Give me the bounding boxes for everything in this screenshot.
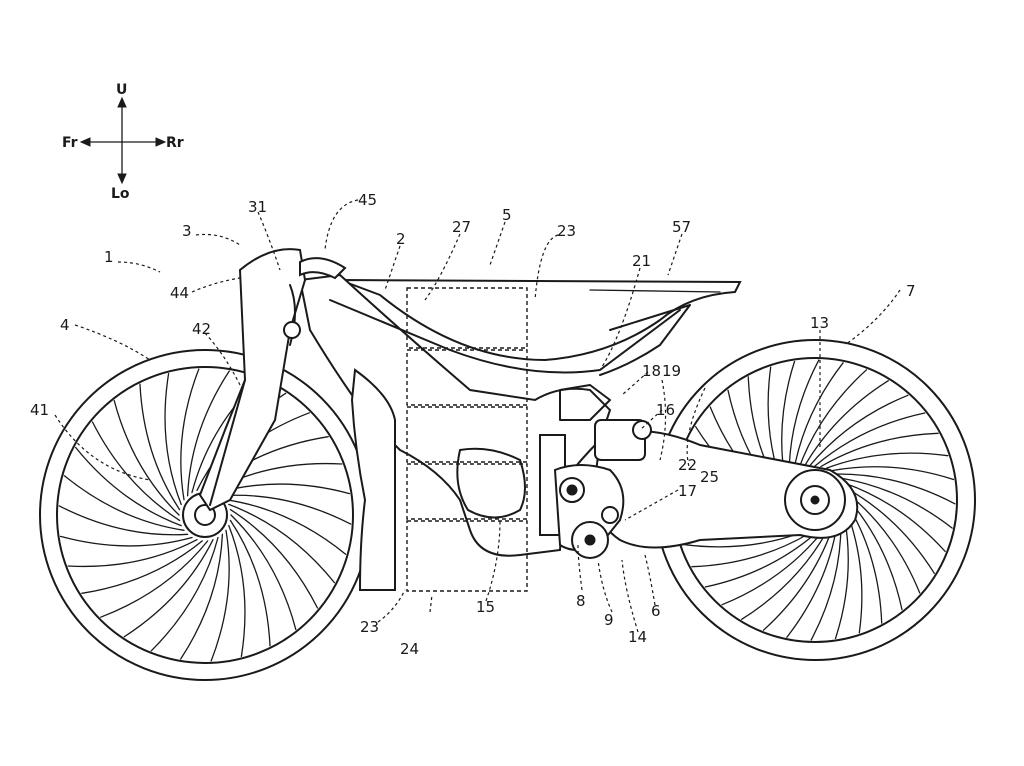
wheel-blade: [704, 533, 816, 588]
wheel-blade: [846, 510, 863, 634]
wheel-blade: [180, 533, 224, 660]
wheel-blade: [230, 514, 297, 631]
wheel-blade: [228, 524, 246, 658]
label-25: 25: [700, 468, 719, 486]
wheel-blade: [808, 394, 909, 468]
label-41: 41: [30, 401, 49, 419]
wheel-blade: [836, 473, 956, 505]
label-27: 27: [452, 218, 471, 236]
label-9: 9: [604, 611, 614, 629]
label-24: 24: [400, 640, 419, 658]
wheel-blade: [164, 372, 182, 506]
front-wheel: [39, 349, 371, 681]
label-23-top: 23: [557, 222, 576, 240]
label-57: 57: [672, 218, 691, 236]
label-13: 13: [810, 314, 829, 332]
wheel-blade: [797, 369, 868, 472]
wheel-blade: [762, 528, 833, 631]
wheel-blade: [229, 508, 319, 609]
wheel-blade: [831, 466, 955, 481]
wheel-blade: [846, 487, 935, 574]
wheel-blade: [113, 399, 180, 516]
label-45: 45: [358, 191, 377, 209]
wheel-blade: [229, 519, 271, 647]
wheel-blade: [820, 432, 939, 468]
label-15: 15: [476, 598, 495, 616]
label-2: 2: [396, 230, 406, 248]
battery-stack: [406, 287, 528, 592]
wheel-blade: [741, 531, 828, 620]
label-16: 16: [656, 401, 675, 419]
wheel-blade: [802, 380, 889, 469]
wheel-blade: [139, 383, 181, 511]
axis-down-label: Lo: [111, 186, 130, 202]
label-23-bottom: 23: [360, 618, 379, 636]
reference-numerals: 1 2 3 4 5 6 7 8 9 13 14 15 16 17 18 19 2…: [30, 191, 916, 658]
wheel-blade: [840, 477, 953, 529]
label-31: 31: [248, 198, 267, 216]
wheel-blade: [150, 536, 219, 652]
wheel-blade: [792, 362, 844, 475]
label-7: 7: [906, 282, 916, 300]
wheel-blade: [186, 370, 230, 497]
wheel-blade: [59, 535, 193, 547]
wheel-blade: [228, 503, 336, 584]
wheel-blade: [81, 540, 203, 594]
swing-arm: [593, 430, 859, 549]
direction-indicator: U Lo Fr Rr: [62, 82, 184, 202]
label-21: 21: [632, 252, 651, 270]
wheel-blade: [58, 505, 189, 536]
wheel-blade: [67, 539, 198, 568]
wheel-blade: [691, 532, 810, 568]
wheel-blade: [100, 540, 209, 618]
wheel-blade: [847, 493, 921, 594]
label-14: 14: [628, 628, 647, 646]
drive-unit: [553, 419, 652, 559]
label-18: 18: [642, 362, 661, 380]
wheel-blade: [91, 421, 181, 522]
label-3: 3: [182, 222, 192, 240]
wheel-blade: [814, 412, 926, 467]
wheel-blade: [63, 475, 185, 531]
label-17: 17: [678, 482, 697, 500]
label-4: 4: [60, 316, 70, 334]
seat-tail: [339, 279, 742, 376]
label-1: 1: [104, 248, 114, 266]
axis-rear-label: Rr: [166, 135, 184, 151]
wheel-blade: [225, 499, 347, 555]
wheel-blade: [180, 368, 200, 501]
label-42: 42: [192, 320, 211, 338]
wheel-blade: [786, 525, 838, 638]
wheel-blade: [221, 494, 352, 525]
front-fork: [198, 248, 347, 512]
leader-lines: [54, 199, 901, 633]
wheel-blade: [210, 529, 230, 662]
axis-up-label: U: [116, 82, 127, 98]
label-6: 6: [651, 602, 661, 620]
wheel-blade: [123, 539, 214, 638]
label-8: 8: [576, 592, 586, 610]
label-44: 44: [170, 284, 189, 302]
axis-front-label: Fr: [62, 135, 78, 151]
wheel-blade: [825, 452, 949, 469]
wheel-blade: [74, 446, 182, 527]
wheel-blade: [810, 521, 842, 641]
wheel-blade: [843, 482, 946, 553]
label-5: 5: [502, 206, 512, 224]
label-22: 22: [678, 456, 697, 474]
label-19: 19: [662, 362, 681, 380]
wheel-blade: [721, 532, 822, 606]
